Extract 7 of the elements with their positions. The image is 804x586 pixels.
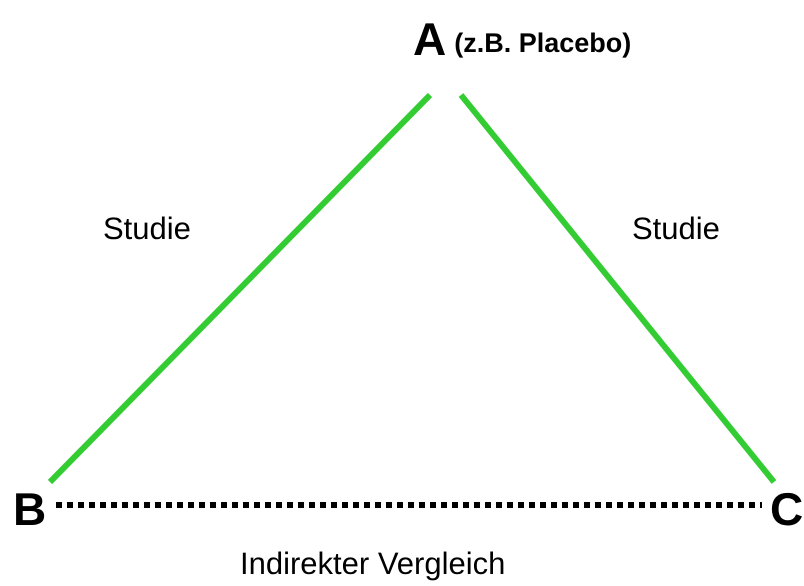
node-letter: B [13,483,46,535]
connector-line [458,93,776,484]
node-letter: C [770,483,804,535]
node-note: (z.B. Placebo) [454,30,632,57]
node-letter: A [413,16,446,62]
connector-line [48,92,432,484]
dotted-line [56,502,762,508]
